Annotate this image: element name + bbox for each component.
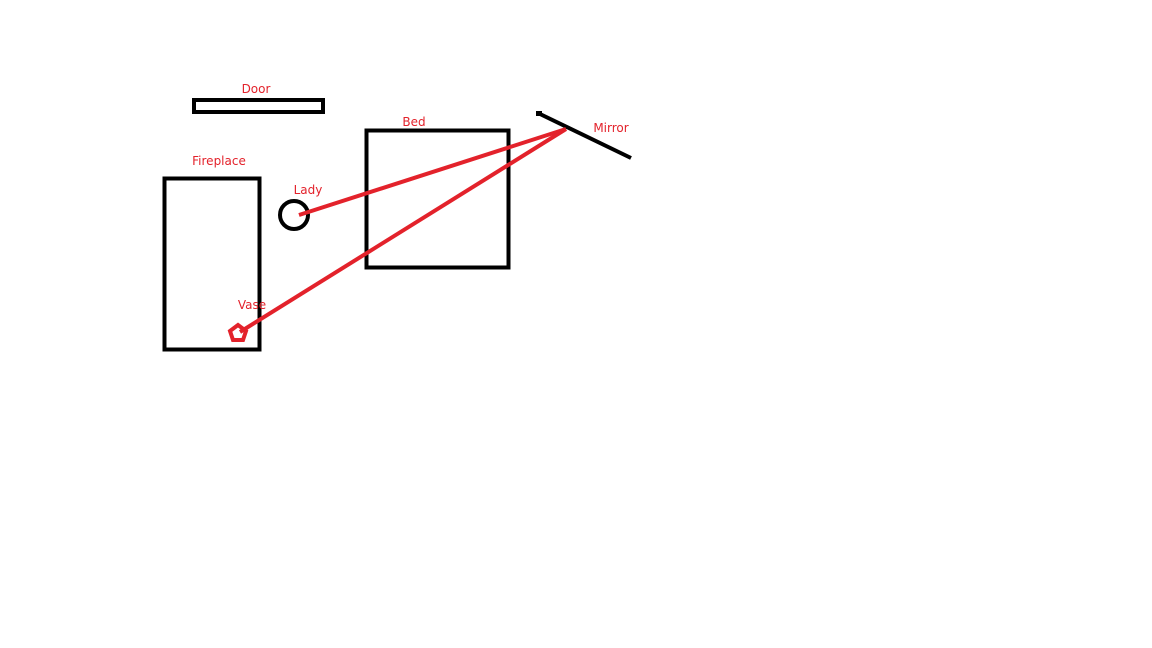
door-label: Door [241,82,271,96]
mirror-shape [539,112,632,160]
bed-label: Bed [402,115,426,129]
sightline-vase-mirror [238,127,568,334]
sightline-lady-mirror [298,127,567,217]
fireplace-label: Fireplace [192,154,246,168]
mirror-label: Mirror [593,121,629,135]
lady-label: Lady [293,183,323,197]
bed-shape [364,128,511,270]
fireplace-shape [162,176,262,352]
mirror-end-mark [536,111,542,116]
vase-icon [227,322,249,342]
lady-icon [278,199,310,231]
door-shape [192,98,325,114]
vase-label: Vase [237,298,267,312]
